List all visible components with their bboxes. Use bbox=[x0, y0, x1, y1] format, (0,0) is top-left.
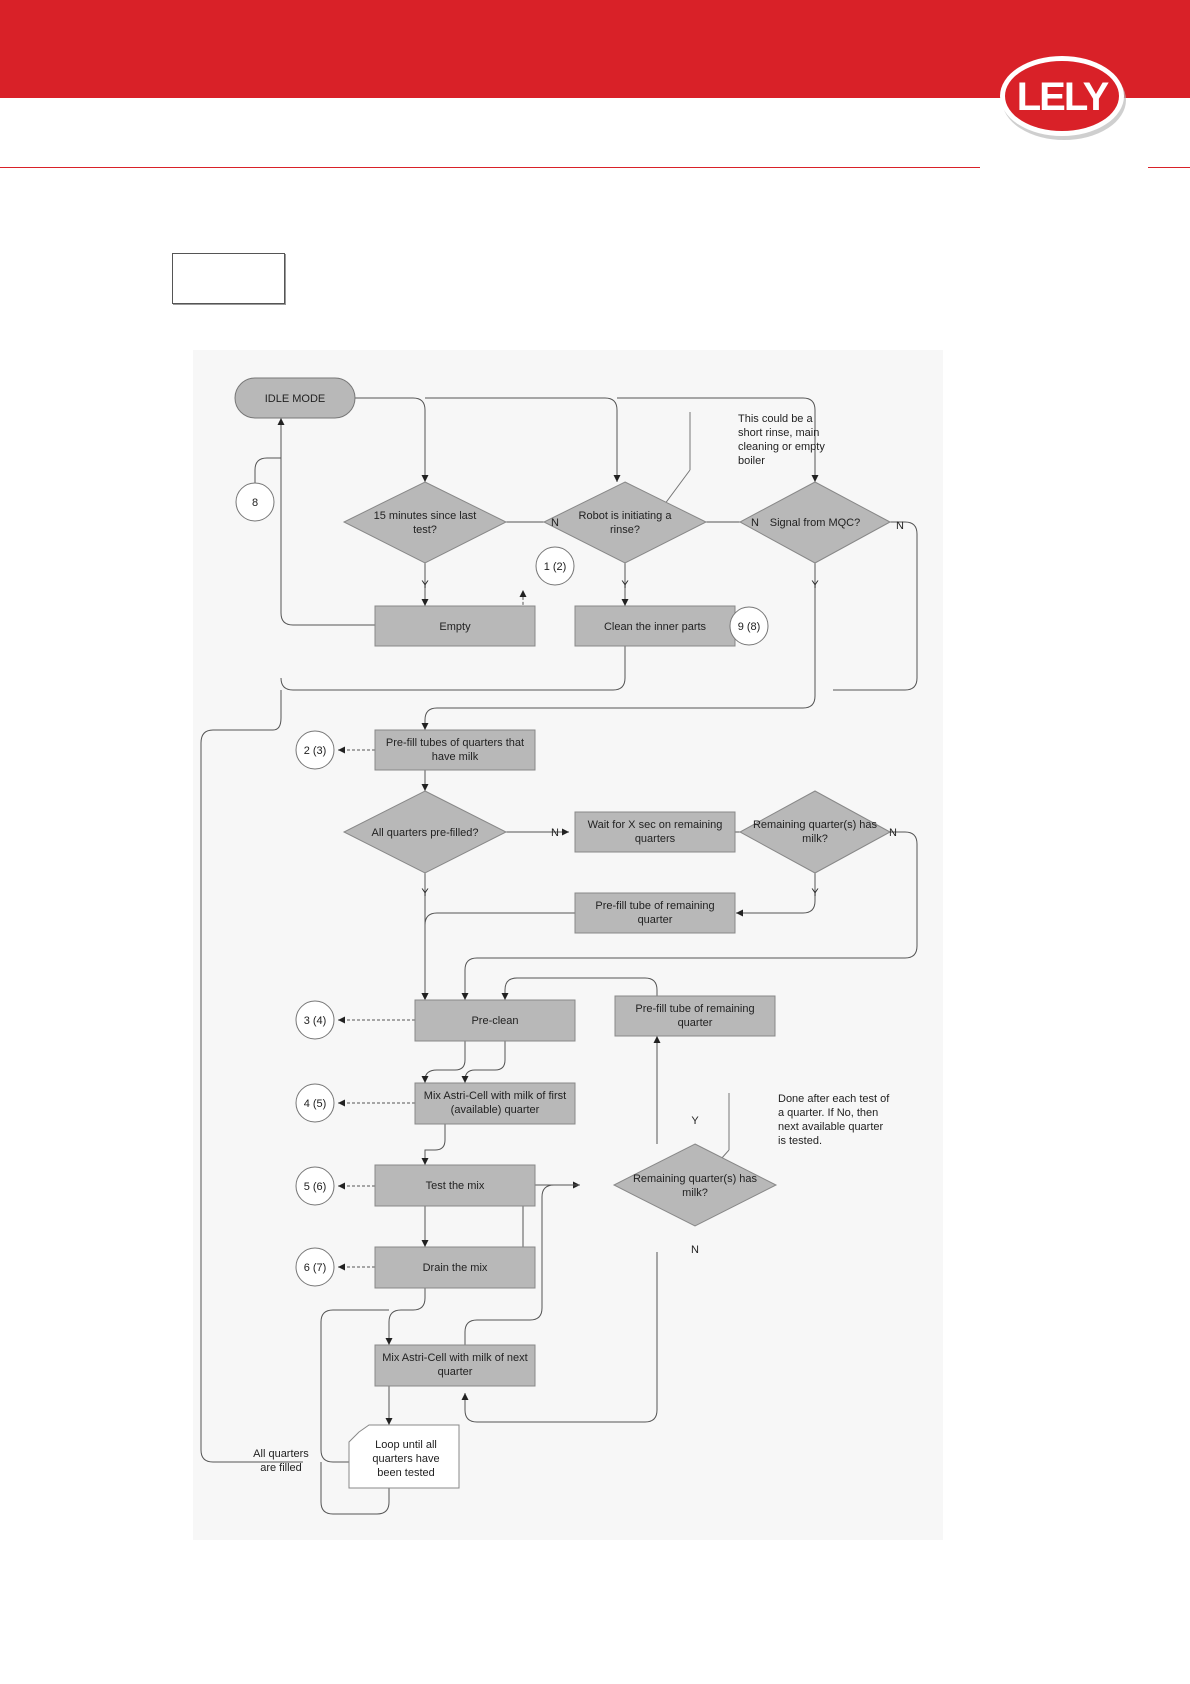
decision-rinse-line2: rinse? bbox=[610, 524, 640, 536]
ref-3-4-label: 3 (4) bbox=[304, 1015, 327, 1027]
ref-9-8-label: 9 (8) bbox=[738, 621, 761, 633]
n-label-mqc-visible: N bbox=[896, 520, 904, 532]
svg-text:Clean the inner parts: Clean the inner parts bbox=[604, 621, 707, 633]
n-label-prefilled: N bbox=[551, 827, 559, 839]
logo-text: LELY bbox=[1017, 75, 1110, 119]
process-empty: Empty bbox=[374, 605, 536, 647]
ref-4-5-label: 4 (5) bbox=[304, 1098, 327, 1110]
ref-8-label: 8 bbox=[252, 497, 258, 509]
ref-5-6-label: 5 (6) bbox=[304, 1181, 327, 1193]
n-label-remaining-1: N bbox=[889, 827, 897, 839]
branch-labels: N N N N Y Y Y N N Y Y Y N bbox=[421, 517, 904, 1256]
process-preclean: Pre-clean bbox=[414, 999, 576, 1042]
ref-1-2-circle bbox=[535, 546, 575, 586]
ref-6-7-circle bbox=[295, 1247, 335, 1287]
ref-4-5-circle bbox=[295, 1083, 335, 1123]
lely-logo: LELY bbox=[1000, 56, 1126, 140]
ref-6-7-label: 6 (7) bbox=[304, 1262, 327, 1274]
header-rule bbox=[0, 167, 980, 168]
ref-2-3-label: 2 (3) bbox=[304, 745, 327, 757]
decision-15min-line1: 15 minutes since last bbox=[374, 510, 477, 522]
decision-all-prefilled: All quarters pre-filled? bbox=[342, 790, 508, 874]
reference-labels: 8 1 (2) 9 (8) 2 (3) 3 (4) 4 (5) 5 (6) 6 … bbox=[252, 497, 760, 1274]
svg-text:Done after each test ofa quart: Done after each test ofa quarter. If No,… bbox=[778, 1093, 890, 1147]
process-drain-mix: Drain the mix bbox=[374, 1246, 536, 1289]
y-label-rinse: Y bbox=[621, 579, 629, 591]
ref-9-8-circle bbox=[729, 606, 769, 646]
decision-mqc-label: Signal from MQC? bbox=[770, 517, 860, 529]
svg-text:All quarters pre-filled?: All quarters pre-filled? bbox=[372, 827, 479, 839]
decision-signal-mqc: Signal from MQC? bbox=[738, 481, 892, 564]
header-bar bbox=[0, 0, 1190, 98]
decision-15min-line2: test? bbox=[413, 524, 437, 536]
y-label-remaining-2: Y bbox=[691, 1115, 699, 1127]
svg-text:Mix Astri-Cell with milk of fi: Mix Astri-Cell with milk of first(availa… bbox=[424, 1090, 566, 1116]
y-label-mqc: Y bbox=[811, 579, 819, 591]
ref-5-6-circle bbox=[295, 1166, 335, 1206]
n-label-15min: N bbox=[551, 517, 559, 529]
decision-15min: 15 minutes since last test? bbox=[342, 481, 508, 564]
decision-robot-rinse: Robot is initiating a rinse? bbox=[542, 481, 708, 564]
svg-text:Empty: Empty bbox=[439, 621, 471, 633]
ref-3-4-circle bbox=[295, 1000, 335, 1040]
y-label-remaining-1: Y bbox=[811, 887, 819, 899]
y-label-15min: Y bbox=[421, 579, 429, 591]
decision-rinse-line1: Robot is initiating a bbox=[579, 510, 673, 522]
section-number-box bbox=[172, 253, 285, 304]
idle-mode-label: IDLE MODE bbox=[265, 393, 326, 405]
svg-text:Pre-clean: Pre-clean bbox=[471, 1015, 518, 1027]
reference-circles bbox=[235, 482, 769, 1287]
process-clean-inner: Clean the inner parts bbox=[574, 605, 736, 647]
process-test-mix: Test the mix bbox=[374, 1164, 536, 1207]
n-label-remaining-2: N bbox=[691, 1244, 699, 1256]
svg-text:Test the mix: Test the mix bbox=[426, 1180, 485, 1192]
process-mix-first: Mix Astri-Cell with milk of first(availa… bbox=[414, 1082, 576, 1125]
svg-text:Drain the mix: Drain the mix bbox=[423, 1262, 488, 1274]
ref-1-2-label: 1 (2) bbox=[544, 561, 567, 573]
y-label-prefilled: Y bbox=[421, 887, 429, 899]
idle-mode-node: IDLE MODE bbox=[234, 377, 356, 419]
header-rule-right bbox=[1148, 167, 1190, 168]
n-label-rinse: N bbox=[751, 517, 759, 529]
ref-2-3-circle bbox=[295, 730, 335, 770]
flowchart-canvas: IDLE MODE 15 minutes since last test? Rob… bbox=[193, 350, 943, 1540]
ref-8-circle bbox=[235, 482, 275, 522]
